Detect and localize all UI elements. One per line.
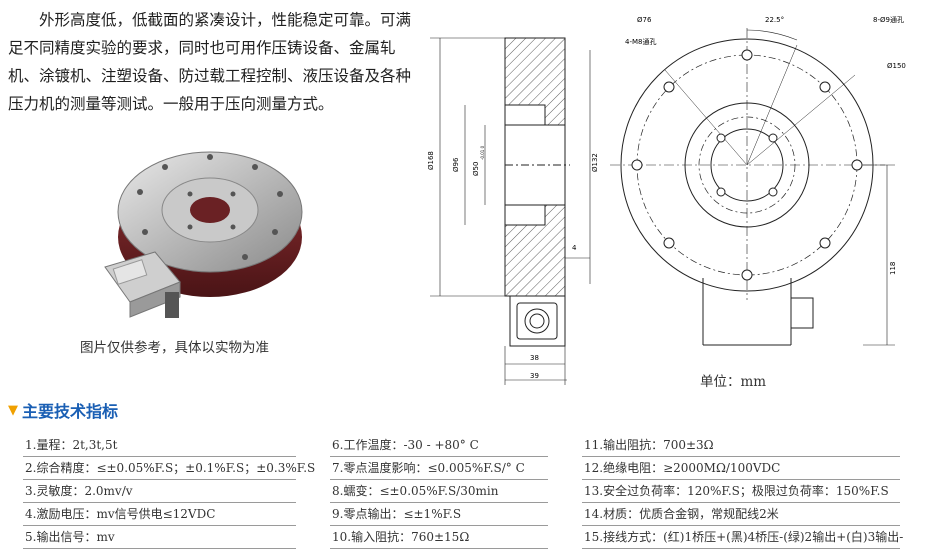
dim-angle: 22.5° <box>765 16 784 24</box>
spec-row: 7.零点温度影响：≤0.005%F.S/° C <box>330 457 548 480</box>
dim-tolerance: -0.01 0 <box>480 145 485 160</box>
dim-4: 4 <box>572 244 577 252</box>
product-photo <box>104 151 303 318</box>
dim-d50: Ø50 <box>472 162 480 176</box>
dim-d168: Ø168 <box>427 151 435 170</box>
spec-row: 8.蠕变：≤±0.05%F.S/30min <box>330 480 548 503</box>
spec-row: 2.综合精度：≤±0.05%F.S；±0.1%F.S；±0.3%F.S <box>23 457 315 480</box>
spec-row: 14.材质：优质合金钢，常规配线2米 <box>582 503 900 526</box>
spec-row: 15.接线方式：(红)1桥压+(黑)4桥压-(绿)2输出+(白)3输出- <box>582 526 903 549</box>
side-view <box>430 37 591 385</box>
spec-column-1: 1.量程：2t,3t,5t 2.综合精度：≤±0.05%F.S；±0.1%F.S… <box>23 434 315 549</box>
spec-row: 10.输入阻抗：760±15Ω <box>330 526 548 549</box>
dim-d132: Ø132 <box>591 153 599 172</box>
dim-holes-m8: 4-M8通孔 <box>625 37 656 46</box>
dim-118: 118 <box>889 262 897 275</box>
spec-row: 1.量程：2t,3t,5t <box>23 434 296 457</box>
front-view <box>610 28 895 346</box>
spec-row: 9.零点输出：≤±1%F.S <box>330 503 548 526</box>
spec-row: 13.安全过负荷率：120%F.S；极限过负荷率：150%F.S <box>582 480 900 503</box>
spec-row: 3.灵敏度：2.0mv/v <box>23 480 296 503</box>
units-label: 单位：mm <box>700 374 767 390</box>
section-title: ▼ 主要技术指标 <box>8 398 118 422</box>
triangle-icon: ▼ <box>8 402 18 418</box>
technical-drawing: Ø168 Ø96 Ø50 -0.01 0 Ø132 4 38 39 Ø76 4-… <box>427 15 906 385</box>
spec-column-3: 11.输出阻抗：700±3Ω 12.绝缘电阻：≥2000MΩ/100VDC 13… <box>582 434 903 549</box>
bolt-holes <box>631 49 863 281</box>
dim-38: 38 <box>530 354 539 362</box>
spec-row: 4.激励电压：mv信号供电≤12VDC <box>23 503 296 526</box>
spec-column-2: 6.工作温度：-30 - +80° C 7.零点温度影响：≤0.005%F.S/… <box>330 434 548 549</box>
dim-39: 39 <box>530 372 539 380</box>
photo-caption: 图片仅供参考，具体以实物为准 <box>80 340 269 356</box>
intro-paragraph: 外形高度低，低截面的紧凑设计，性能稳定可靠。可满足不同精度实验的要求，同时也可用… <box>8 11 412 113</box>
spec-row: 11.输出阻抗：700±3Ω <box>582 434 900 457</box>
spec-row: 12.绝缘电阻：≥2000MΩ/100VDC <box>582 457 900 480</box>
dim-d150: Ø150 <box>887 62 906 70</box>
dim-d96: Ø96 <box>452 157 460 172</box>
dim-holes-d9: 8-Ø9通孔 <box>873 15 904 24</box>
spec-row: 5.输出信号：mv <box>23 526 296 549</box>
spec-row: 6.工作温度：-30 - +80° C <box>330 434 548 457</box>
section-title-text: 主要技术指标 <box>22 402 119 421</box>
dim-d76: Ø76 <box>637 16 652 24</box>
